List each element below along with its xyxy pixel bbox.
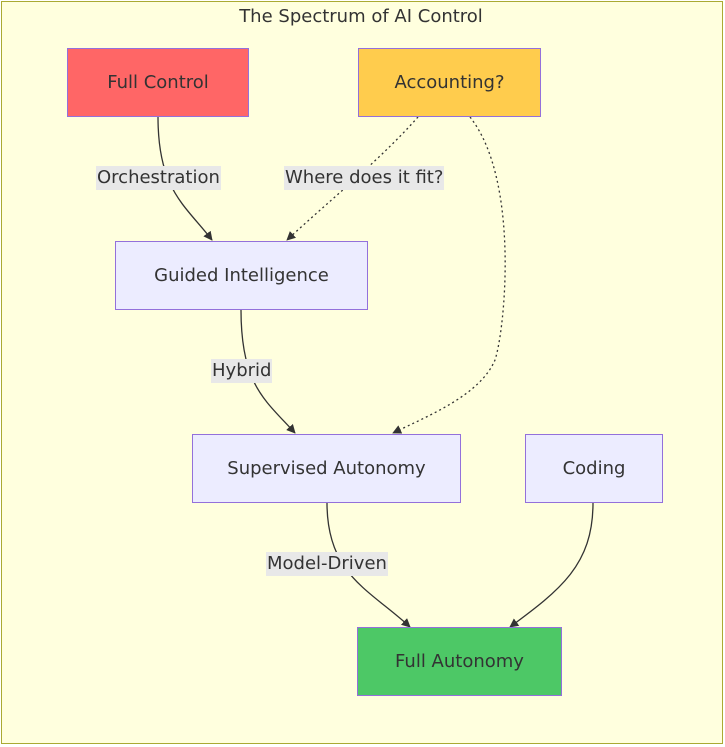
node-full-control[interactable]: Full Control	[67, 48, 249, 117]
node-full-autonomy[interactable]: Full Autonomy	[357, 627, 562, 696]
edge-label-model-driven: Model-Driven	[266, 552, 388, 576]
edge-label-where-does-it-fit: Where does it fit?	[284, 166, 445, 190]
node-supervised-autonomy-label: Supervised Autonomy	[227, 458, 426, 479]
edge-label-orchestration: Orchestration	[96, 166, 221, 190]
edge-label-hybrid: Hybrid	[211, 359, 273, 383]
node-guided-intelligence-label: Guided Intelligence	[154, 265, 329, 286]
node-accounting[interactable]: Accounting?	[358, 48, 541, 117]
edge-supervised-autonomy-to-full-autonomy	[326, 502, 411, 628]
edge-accounting-to-supervised-autonomy	[392, 116, 506, 434]
node-full-autonomy-label: Full Autonomy	[395, 651, 524, 672]
node-coding-label: Coding	[562, 458, 626, 479]
edge-full-control-to-guided-intelligence	[157, 116, 213, 241]
node-full-control-label: Full Control	[107, 72, 209, 93]
edge-coding-to-full-autonomy	[509, 502, 594, 628]
node-guided-intelligence[interactable]: Guided Intelligence	[115, 241, 368, 310]
edge-accounting-to-guided-intelligence	[286, 116, 419, 241]
diagram-title: The Spectrum of AI Control	[239, 6, 483, 27]
node-accounting-label: Accounting?	[394, 72, 505, 93]
edge-guided-intelligence-to-supervised-autonomy	[240, 309, 296, 434]
node-supervised-autonomy[interactable]: Supervised Autonomy	[192, 434, 461, 503]
node-coding[interactable]: Coding	[525, 434, 663, 503]
